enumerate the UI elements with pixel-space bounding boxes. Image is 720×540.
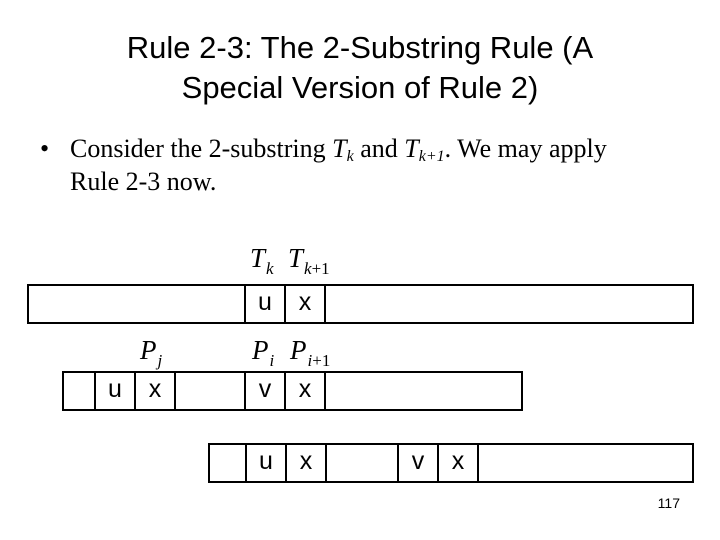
page-number: 117 bbox=[657, 495, 680, 511]
pattern-cell-u: u bbox=[108, 375, 122, 403]
pattern-cell-divider bbox=[324, 373, 326, 409]
result-cell-divider bbox=[285, 445, 287, 481]
pi1-sub-var: i bbox=[307, 351, 313, 370]
tk1-label: Tk+1 bbox=[288, 243, 330, 278]
pi1-base: P bbox=[290, 335, 307, 365]
pi1-label: Pi+1 bbox=[290, 335, 330, 370]
bullet-text-part2: and bbox=[353, 134, 405, 163]
result-cell-x: x bbox=[299, 447, 313, 475]
tk-sub: k bbox=[266, 259, 274, 278]
result-cell-divider bbox=[325, 445, 327, 481]
pattern-cell-x: x bbox=[148, 375, 162, 403]
result-string-box: u x v x bbox=[208, 443, 694, 483]
result-cell-divider bbox=[397, 445, 399, 481]
pattern-cell-divider bbox=[174, 373, 176, 409]
pattern-cell-divider bbox=[94, 373, 96, 409]
pi-label: Pi bbox=[252, 335, 274, 370]
result-cell-divider bbox=[245, 445, 247, 481]
pattern-string-box: u x v x bbox=[62, 371, 523, 411]
result-cell-divider bbox=[477, 445, 479, 481]
pi1-sub-num: +1 bbox=[312, 351, 331, 370]
pattern-cell-divider bbox=[134, 373, 136, 409]
pattern-cell-divider bbox=[284, 373, 286, 409]
result-cell-x2: x bbox=[451, 447, 465, 475]
result-cell-divider bbox=[437, 445, 439, 481]
pi-base: P bbox=[252, 335, 269, 365]
text-cell-divider bbox=[244, 286, 246, 322]
bullet-text: Consider the 2-substring Tk and Tk+1. We… bbox=[70, 132, 690, 198]
pattern-cell-v: v bbox=[258, 375, 272, 403]
bullet-tk1-base: T bbox=[404, 134, 419, 163]
tk1-sub-var: k bbox=[304, 259, 312, 278]
tk1-sub-num: +1 bbox=[311, 259, 330, 278]
pi-sub: i bbox=[269, 351, 275, 370]
text-cell-divider bbox=[324, 286, 326, 322]
text-cell-u: u bbox=[258, 288, 272, 316]
bullet-text-line2: Rule 2-3 now. bbox=[70, 167, 217, 196]
bullet-text-part3: . We may apply bbox=[444, 134, 607, 163]
title-line-1: Rule 2-3: The 2-Substring Rule (A bbox=[126, 30, 594, 65]
text-cell-divider bbox=[284, 286, 286, 322]
tk-base: T bbox=[250, 243, 266, 273]
tk1-base: T bbox=[288, 243, 304, 273]
tk-label: Tk bbox=[250, 243, 274, 278]
title-line-2: Special Version of Rule 2) bbox=[181, 70, 539, 105]
pj-label: Pj bbox=[140, 335, 162, 370]
text-cell-x: x bbox=[298, 288, 312, 316]
bullet-dot: • bbox=[40, 134, 50, 163]
bullet-text-part1: Consider the 2-substring bbox=[70, 134, 333, 163]
pattern-cell-x2: x bbox=[298, 375, 312, 403]
bullet-tk-sub: k bbox=[346, 148, 354, 165]
bullet-tk1-sub: k+1 bbox=[418, 148, 445, 165]
pj-base: P bbox=[140, 335, 157, 365]
text-string-box: u x bbox=[27, 284, 694, 324]
bullet-tk-base: T bbox=[332, 134, 347, 163]
pattern-cell-divider bbox=[244, 373, 246, 409]
pj-sub: j bbox=[157, 351, 163, 370]
slide-title: Rule 2-3: The 2-Substring Rule (A Specia… bbox=[40, 28, 680, 108]
result-cell-u: u bbox=[259, 447, 273, 475]
result-cell-v: v bbox=[411, 447, 425, 475]
